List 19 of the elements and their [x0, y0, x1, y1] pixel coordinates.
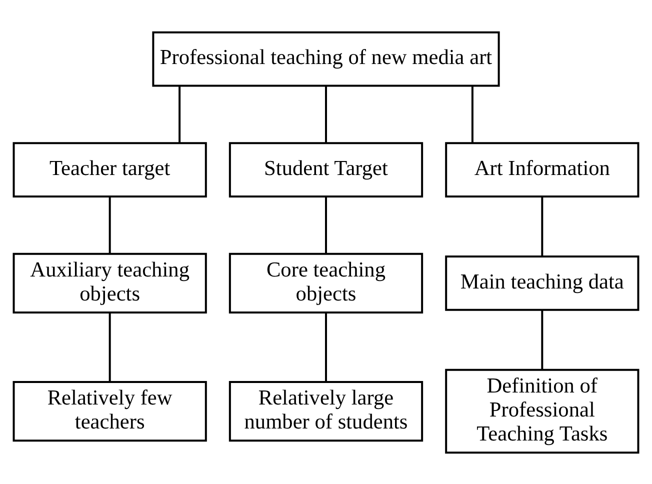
- connector: [471, 85, 474, 142]
- node-box: Main teaching data: [445, 255, 640, 310]
- connector: [108, 312, 111, 382]
- node-box: Auxiliary teaching objects: [12, 252, 207, 314]
- connector: [325, 85, 327, 142]
- node-box: Professional teaching of new media art: [152, 30, 500, 86]
- node-box: Teacher target: [12, 142, 207, 197]
- node-box: Student Target: [228, 142, 424, 197]
- node-box: Core teaching objects: [228, 252, 424, 314]
- connector: [541, 196, 544, 256]
- node-box: Art Information: [445, 142, 640, 197]
- node-box: Relatively few teachers: [12, 380, 207, 442]
- node-box: Relatively large number of students: [228, 380, 424, 442]
- connector: [325, 196, 327, 254]
- connector: [108, 196, 111, 254]
- connector: [325, 312, 327, 382]
- connector: [541, 310, 544, 370]
- node-box: Definition of Professional Teaching Tasks: [445, 368, 640, 454]
- connector: [178, 85, 181, 142]
